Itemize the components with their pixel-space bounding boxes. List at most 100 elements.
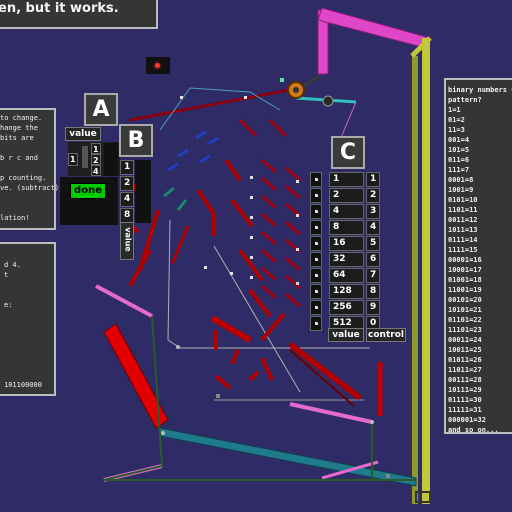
binary-entry: 1011=13 — [448, 226, 478, 234]
red-light-icon — [155, 63, 160, 68]
binary-entry: 00101=20 — [448, 296, 482, 304]
done-button[interactable]: done — [70, 183, 106, 199]
binary-entry: 001=4 — [448, 136, 470, 144]
note-line — [4, 280, 54, 290]
instruction-line: bits are — [0, 134, 34, 142]
binary-entry: 000001=32 — [448, 416, 486, 424]
binary-header-line: pattern? — [448, 96, 482, 104]
binary-entry: 01001=18 — [448, 276, 482, 284]
switch-dot-icon — [315, 242, 318, 245]
section-b-bit-1[interactable]: 1 — [120, 160, 134, 175]
section-a-bit-2[interactable]: 2 — [91, 154, 101, 165]
section-a-side-bit[interactable]: 1 — [68, 153, 78, 166]
section-a-lever[interactable] — [82, 146, 88, 168]
section-c-switch[interactable] — [310, 220, 322, 235]
note-line: 101100000 — [4, 381, 42, 389]
switch-dot-icon — [315, 258, 318, 261]
binary-entry: 01101=22 — [448, 316, 482, 324]
binary-entry: 0001=8 — [448, 176, 474, 184]
section-c-control-key[interactable]: 9 — [366, 300, 380, 315]
section-c-value: 16 — [329, 236, 364, 251]
instruction-line: p counting. — [0, 174, 47, 182]
section-c-switch[interactable] — [310, 252, 322, 267]
title-bar: en, but it works. — [0, 0, 158, 29]
section-c-value: 128 — [329, 284, 364, 299]
switch-dot-icon — [315, 194, 318, 197]
section-c-value: 32 — [329, 252, 364, 267]
section-b-letter: B — [119, 124, 153, 157]
section-c-switch[interactable] — [310, 172, 322, 187]
section-c-switch[interactable] — [310, 204, 322, 219]
section-c-switch[interactable] — [310, 268, 322, 283]
section-b-bit-2[interactable]: 2 — [120, 176, 134, 191]
note-line — [4, 320, 54, 330]
section-c-control-label: control — [366, 328, 406, 342]
section-b-bit-4[interactable]: 4 — [120, 192, 134, 207]
section-c-control-key[interactable]: 3 — [366, 204, 380, 219]
section-c-control-key[interactable]: 2 — [366, 188, 380, 203]
binary-entry: 10001=17 — [448, 266, 482, 274]
section-c-letter: C — [331, 136, 365, 169]
section-c-value-label: value — [328, 328, 364, 342]
section-c-switch[interactable] — [310, 236, 322, 251]
note-line: t — [4, 271, 9, 279]
section-a-bit-1[interactable]: 1 — [91, 143, 101, 154]
notes-text: d 4.t e: 101100000 — [4, 260, 54, 390]
instruction-line — [0, 163, 54, 173]
indicator-light — [146, 57, 170, 74]
section-c-control-key[interactable]: 7 — [366, 268, 380, 283]
section-c-switch[interactable] — [310, 284, 322, 299]
section-c-value: 8 — [329, 220, 364, 235]
switch-dot-icon — [315, 210, 318, 213]
binary-entry: 0011=12 — [448, 216, 478, 224]
switch-dot-icon — [315, 226, 318, 229]
section-c-switch[interactable] — [310, 300, 322, 315]
binary-entry: 1001=9 — [448, 186, 474, 194]
binary-entry: 111=7 — [448, 166, 470, 174]
pink-pipe-top — [317, 7, 431, 49]
section-c-control-key[interactable]: 8 — [366, 284, 380, 299]
section-a-letter: A — [84, 93, 118, 126]
binary-entry: 0111=14 — [448, 236, 478, 244]
instruction-line: lation! — [0, 214, 30, 222]
section-b-value-label: value — [123, 227, 133, 252]
note-line — [4, 350, 54, 360]
teal-ramp — [159, 427, 417, 487]
binary-entry: 11101=23 — [448, 326, 482, 334]
binary-entry: 1111=15 — [448, 246, 478, 254]
notes-panel: d 4.t e: 101100000 — [0, 242, 56, 396]
binary-entry: 11111=31 — [448, 406, 482, 414]
binary-entry: 01=2 — [448, 116, 465, 124]
section-c-value: 256 — [329, 300, 364, 315]
switch-dot-icon — [315, 322, 318, 325]
instruction-line — [0, 203, 54, 213]
note-line — [4, 360, 54, 370]
binary-entry: 00111=28 — [448, 376, 482, 384]
section-c-control-key[interactable]: 6 — [366, 252, 380, 267]
section-b-bit-8[interactable]: 8 — [120, 208, 134, 223]
section-c-control-key[interactable]: 4 — [366, 220, 380, 235]
binary-entry: 11=3 — [448, 126, 465, 134]
section-b-value-label-box: value — [120, 222, 134, 260]
instruction-line: ve. (subtract) — [0, 184, 60, 192]
binary-entry: 011=6 — [448, 156, 470, 164]
switch-dot-icon — [315, 290, 318, 293]
switch-dot-icon — [315, 274, 318, 277]
section-c-switch[interactable] — [310, 188, 322, 203]
binary-entry: 11001=19 — [448, 286, 482, 294]
section-c-control-key[interactable]: 1 — [366, 172, 380, 187]
section-c-value: 2 — [329, 188, 364, 203]
section-c-value: 1 — [329, 172, 364, 187]
note-line — [4, 340, 54, 350]
section-c-switch[interactable] — [310, 316, 322, 331]
section-a-bit-4[interactable]: 4 — [91, 165, 101, 176]
section-c-control-key[interactable]: 5 — [366, 236, 380, 251]
section-a-value-label: value — [65, 127, 101, 141]
binary-entry: 10111=29 — [448, 386, 482, 394]
switch-dot-icon — [315, 306, 318, 309]
section-c-value: 4 — [329, 204, 364, 219]
binary-entry: 01011=26 — [448, 356, 482, 364]
